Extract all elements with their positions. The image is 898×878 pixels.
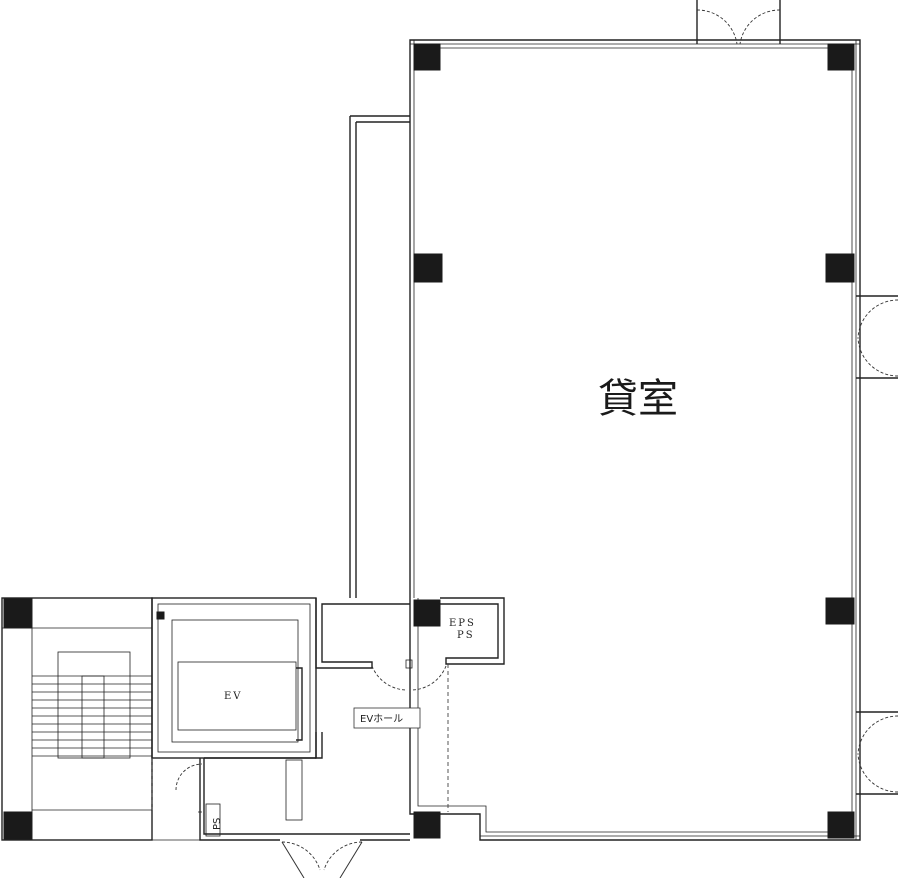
label-rental-room: 貸室: [598, 376, 678, 422]
column-se: [827, 811, 855, 839]
column-stair-sw: [3, 811, 33, 841]
column-e-mid: [825, 253, 855, 283]
label-ps-lower: PS: [212, 818, 223, 830]
column-e-low: [825, 597, 855, 625]
label-eps: EPS: [449, 618, 476, 629]
ev-hall-label-box: EVホール: [353, 707, 421, 729]
right-door-lower: [856, 711, 898, 795]
ev-hall: [151, 659, 449, 821]
right-door-upper: [856, 295, 898, 379]
left-corridor: [349, 115, 410, 598]
column-ne: [827, 43, 855, 71]
bottom-door: [281, 839, 410, 878]
staircase: [1, 597, 200, 841]
top-door: [696, 0, 781, 45]
column-w-low: [413, 599, 441, 627]
label-ev-hall: EVホール: [360, 713, 403, 725]
column-stair-nw2: [3, 597, 33, 627]
label-ps-upper: PS: [457, 630, 475, 641]
rental-room-walls: [409, 39, 861, 841]
elevator-shaft: [151, 597, 410, 759]
column-small: [156, 611, 165, 620]
column-w-mid: [413, 253, 443, 283]
column-nw: [413, 43, 441, 71]
label-elevator: EV: [224, 691, 243, 702]
lower-ps: [199, 758, 410, 841]
stair-treads: [32, 675, 152, 757]
column-sw: [413, 811, 441, 839]
columns: [3, 43, 855, 841]
eps-ps-room: [440, 597, 505, 665]
